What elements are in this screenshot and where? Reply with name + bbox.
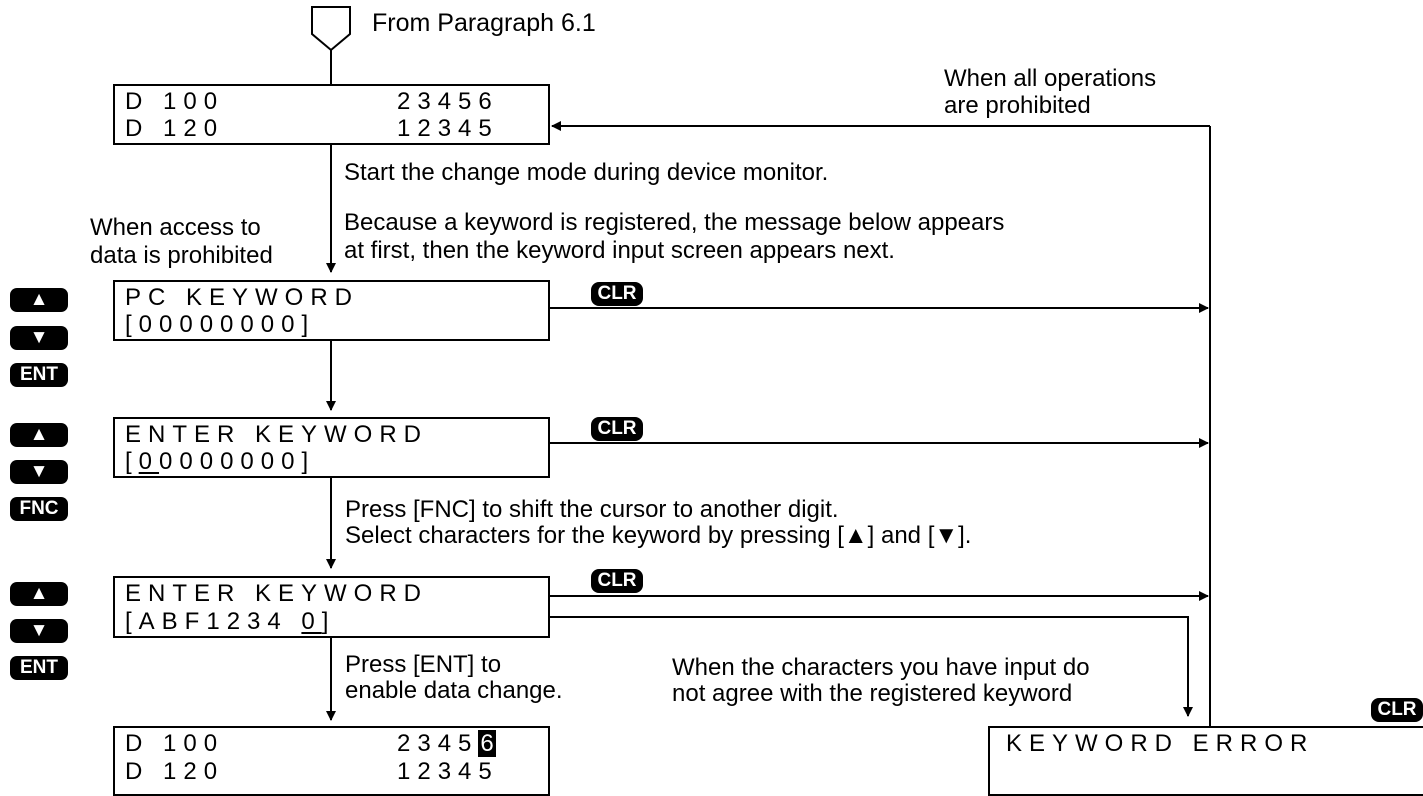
lcd-monitor-top: D 100 23456 D 120 12345: [113, 84, 550, 145]
clr-key-icon: CLR: [591, 282, 643, 306]
step-keyword-registered-line1: Because a keyword is registered, the mes…: [344, 209, 1005, 236]
note-mismatch-line2: not agree with the registered keyword: [672, 680, 1073, 707]
step-fnc-shift-line2: Select characters for the keyword by pre…: [345, 522, 972, 549]
note-access-line2: data is prohibited: [90, 242, 273, 269]
clr-key-icon: CLR: [1371, 698, 1423, 722]
lcd-monitor-bottom: D 100 23456 D 120 12345: [113, 726, 550, 796]
lcd-value-2: 12345: [397, 115, 499, 142]
up-key-icon: ▲: [10, 582, 68, 606]
down-key-icon: ▼: [10, 619, 68, 643]
clr-key-icon: CLR: [591, 569, 643, 593]
mismatch-arrow: [549, 616, 1193, 717]
lcd-enter-keyword-title: ENTER KEYWORD: [125, 580, 429, 607]
lcd-keyword-error-text: KEYWORD ERROR: [1006, 730, 1315, 757]
lcd-device-1: D 100: [125, 88, 225, 115]
down-key-icon: ▼: [10, 460, 68, 484]
lcd-device-2: D 120: [125, 115, 225, 142]
up-key-icon: ▲: [10, 423, 68, 447]
lcd-enter-keyword-2: ENTER KEYWORD [ABF1234 0]: [113, 576, 550, 638]
down-key-icon: ▼: [10, 326, 68, 350]
lcd-device-1: D 100: [125, 730, 225, 757]
step-start-change-mode: Start the change mode during device moni…: [344, 159, 829, 186]
lcd-enter-keyword-value: [ABF1234 0]: [125, 608, 336, 635]
lcd-keyword-error: KEYWORD ERROR: [988, 726, 1423, 796]
step-keyword-registered-line2: at first, then the keyword input screen …: [344, 237, 895, 264]
lcd-pc-keyword-value: [00000000]: [125, 311, 316, 338]
note-all-prohibited-line1: When all operations: [944, 65, 1157, 92]
lcd-pc-keyword: PC KEYWORD [00000000]: [113, 280, 550, 341]
lcd-value-1: 23456: [397, 730, 496, 757]
step-ent-enable-line1: Press [ENT] to: [345, 651, 502, 678]
lcd-cursor-digit: 6: [478, 730, 496, 757]
lcd-enter-keyword-1: ENTER KEYWORD [00000000]: [113, 417, 550, 478]
lcd-enter-keyword-title: ENTER KEYWORD: [125, 421, 429, 448]
lcd-cursor-digit: 0: [301, 608, 322, 635]
lcd-value-2: 12345: [397, 758, 499, 785]
from-paragraph-label: From Paragraph 6.1: [372, 9, 596, 37]
step-fnc-shift-line1: Press [FNC] to shift the cursor to anoth…: [345, 496, 839, 523]
ent-key-icon: ENT: [10, 656, 68, 680]
lcd-device-2: D 120: [125, 758, 225, 785]
lcd-cursor-digit: 0: [138, 448, 160, 475]
lcd-pc-keyword-title: PC KEYWORD: [125, 284, 360, 311]
ent-key-icon: ENT: [10, 363, 68, 387]
fnc-key-icon: FNC: [10, 497, 68, 521]
offpage-connector-symbol: [311, 6, 351, 52]
note-mismatch-line1: When the characters you have input do: [672, 654, 1090, 681]
lcd-value-1: 23456: [397, 88, 499, 115]
clr-key-icon: CLR: [591, 417, 643, 441]
step-ent-enable-line2: enable data change.: [345, 677, 563, 704]
up-key-icon: ▲: [10, 288, 68, 312]
lcd-enter-keyword-value: [00000000]: [125, 448, 316, 475]
note-all-prohibited-line2: are prohibited: [944, 92, 1091, 119]
note-access-line1: When access to: [90, 214, 261, 241]
